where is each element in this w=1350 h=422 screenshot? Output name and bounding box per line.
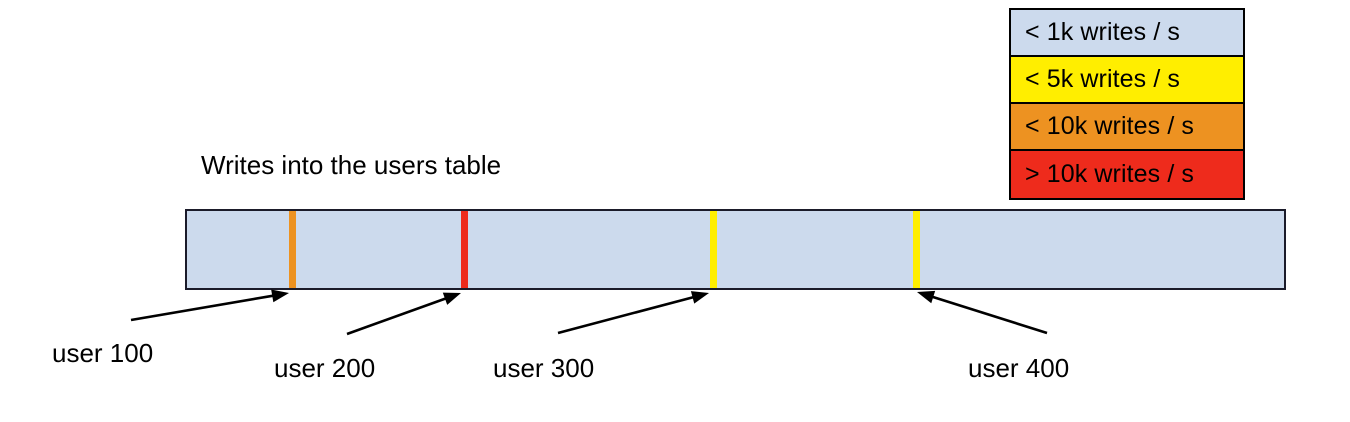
label-user-100: user 100 <box>52 338 154 368</box>
arrow-user-300-head <box>690 291 709 304</box>
legend-label-5k: < 5k writes / s <box>1025 65 1181 93</box>
label-user-200: user 200 <box>274 353 376 383</box>
legend-label-10k-under: < 10k writes / s <box>1025 112 1195 140</box>
marker-user-400 <box>913 211 920 288</box>
legend: < 1k writes / s < 5k writes / s < 10k wr… <box>1009 8 1245 200</box>
diagram-caption: Writes into the users table <box>201 150 502 180</box>
arrow-user-400-shaft <box>929 294 1048 335</box>
marker-user-300 <box>710 211 717 288</box>
arrow-user-300-shaft <box>557 295 697 335</box>
legend-row-10k-over: > 10k writes / s <box>1011 151 1243 198</box>
arrow-user-200-shaft <box>346 296 450 336</box>
marker-user-100 <box>289 211 296 288</box>
arrow-user-100-head <box>271 289 289 303</box>
legend-row-5k: < 5k writes / s <box>1011 57 1243 104</box>
arrow-user-400-head <box>917 290 936 304</box>
arrow-user-100-shaft <box>130 293 277 322</box>
legend-label-10k-over: > 10k writes / s <box>1025 160 1195 188</box>
legend-row-1k: < 1k writes / s <box>1011 10 1243 57</box>
marker-user-200 <box>461 211 468 288</box>
label-user-300: user 300 <box>493 353 595 383</box>
legend-label-1k: < 1k writes / s <box>1025 18 1181 46</box>
legend-row-10k-under: < 10k writes / s <box>1011 104 1243 151</box>
arrow-user-200-head <box>442 292 461 305</box>
users-table-bar <box>185 209 1286 290</box>
label-user-400: user 400 <box>968 353 1070 383</box>
